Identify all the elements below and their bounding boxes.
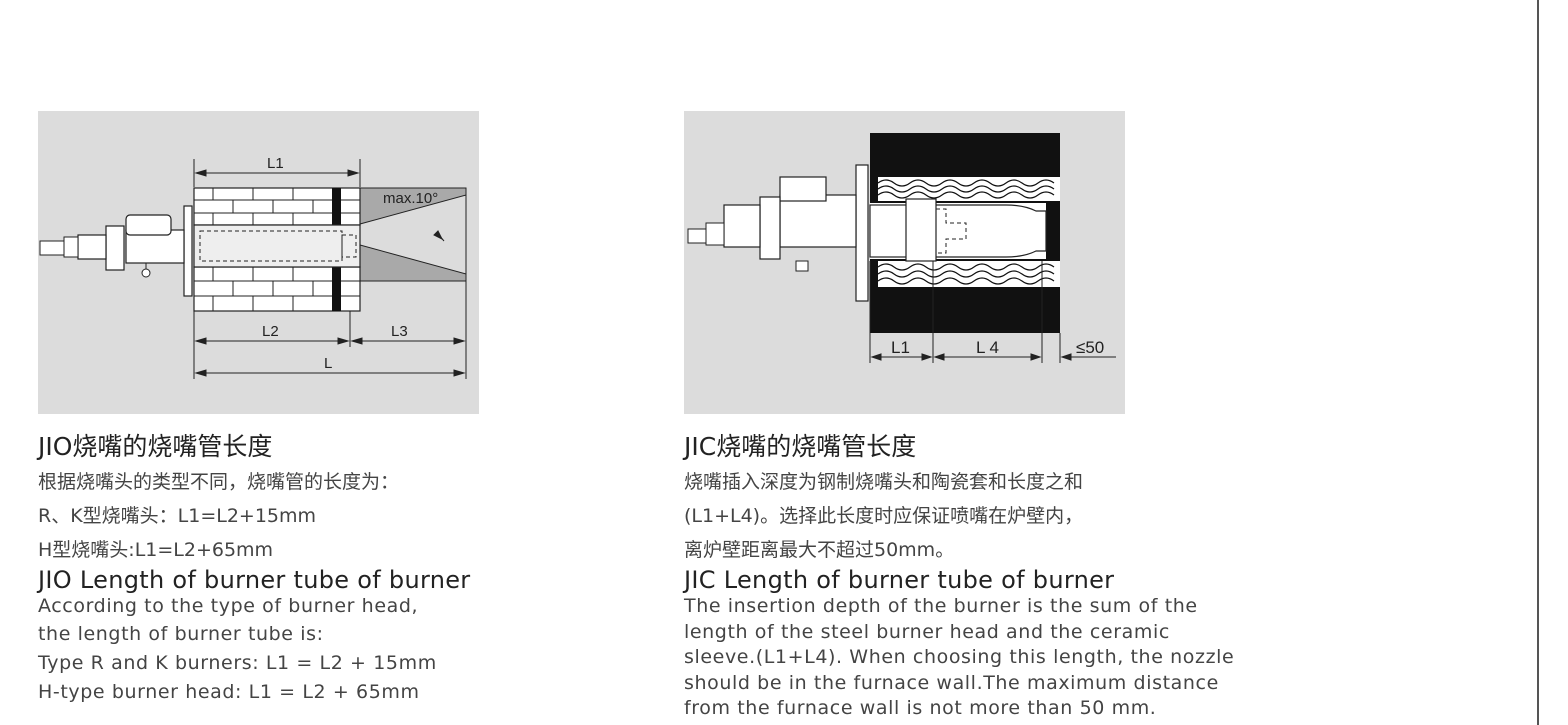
jio-zh-line-3: H型烧嘴头:L1=L2+65mm (38, 539, 274, 561)
fibre-layers-top (877, 177, 1060, 201)
jio-burner-diagram: L1 L2 L3 L max.10° (38, 111, 479, 414)
jic-en-line-3: sleeve.(L1+L4). When choosing this lengt… (684, 646, 1235, 668)
jic-en-title: JIC Length of burner tube of burner (684, 566, 1115, 594)
jic-zh-line-1: 烧嘴插入深度为钢制烧嘴头和陶瓷套和长度之和 (684, 471, 1084, 493)
angle-label: max.10° (383, 190, 438, 207)
jio-en-line-3: Type R and K burners: L1 = L2 + 15mm (38, 652, 437, 674)
jic-en-line-5: from the furnace wall is not more than 5… (684, 697, 1157, 719)
jio-zh-line-2: R、K型烧嘴头：L1=L2+15mm (38, 505, 317, 527)
jic-en-line-4: should be in the furnace wall.The maximu… (684, 672, 1219, 694)
dim-max-label: ≤50 (1076, 338, 1104, 357)
jio-en-line-1: According to the type of burner head, (38, 595, 419, 617)
page-edge-rule (1537, 0, 1539, 725)
jic-en-line-1: The insertion depth of the burner is the… (684, 595, 1198, 617)
burner-body (779, 194, 857, 248)
jio-zh-title: JIO烧嘴的烧嘴管长度 (38, 432, 273, 461)
steel-burner-head (869, 204, 909, 258)
mounting-flange (855, 164, 869, 302)
jio-en-line-4: H-type burner head: L1 = L2 + 65mm (38, 681, 420, 703)
dim-l-label: L (324, 355, 332, 372)
jio-en-line-2: the length of burner tube is: (38, 623, 324, 645)
ceramic-sleeve (933, 204, 1047, 258)
mounting-flange (183, 205, 193, 297)
jic-en-line-2: length of the steel burner head and the … (684, 621, 1170, 643)
burner-tube (193, 224, 361, 268)
jio-zh-line-1: 根据烧嘴头的类型不同，烧嘴管的长度为： (38, 471, 400, 493)
dim-l3-label: L3 (391, 323, 408, 340)
jic-zh-line-2: (L1+L4)。选择此长度时应保证喷嘴在炉壁内， (684, 505, 1084, 527)
dim-l4-label: L 4 (976, 338, 999, 357)
jic-zh-title: JIC烧嘴的烧嘴管长度 (684, 432, 917, 461)
dim-l1-label: L1 (267, 155, 284, 172)
jic-burner-diagram: L1 L 4 ≤50 (684, 111, 1125, 414)
dim-l2-label: L2 (262, 323, 279, 340)
dim-l1-label: L1 (891, 338, 910, 357)
jic-zh-line-3: 离炉壁距离最大不超过50mm。 (684, 539, 955, 561)
fibre-layers-bottom (877, 261, 1060, 287)
jio-en-title: JIO Length of burner tube of burner (38, 566, 471, 594)
